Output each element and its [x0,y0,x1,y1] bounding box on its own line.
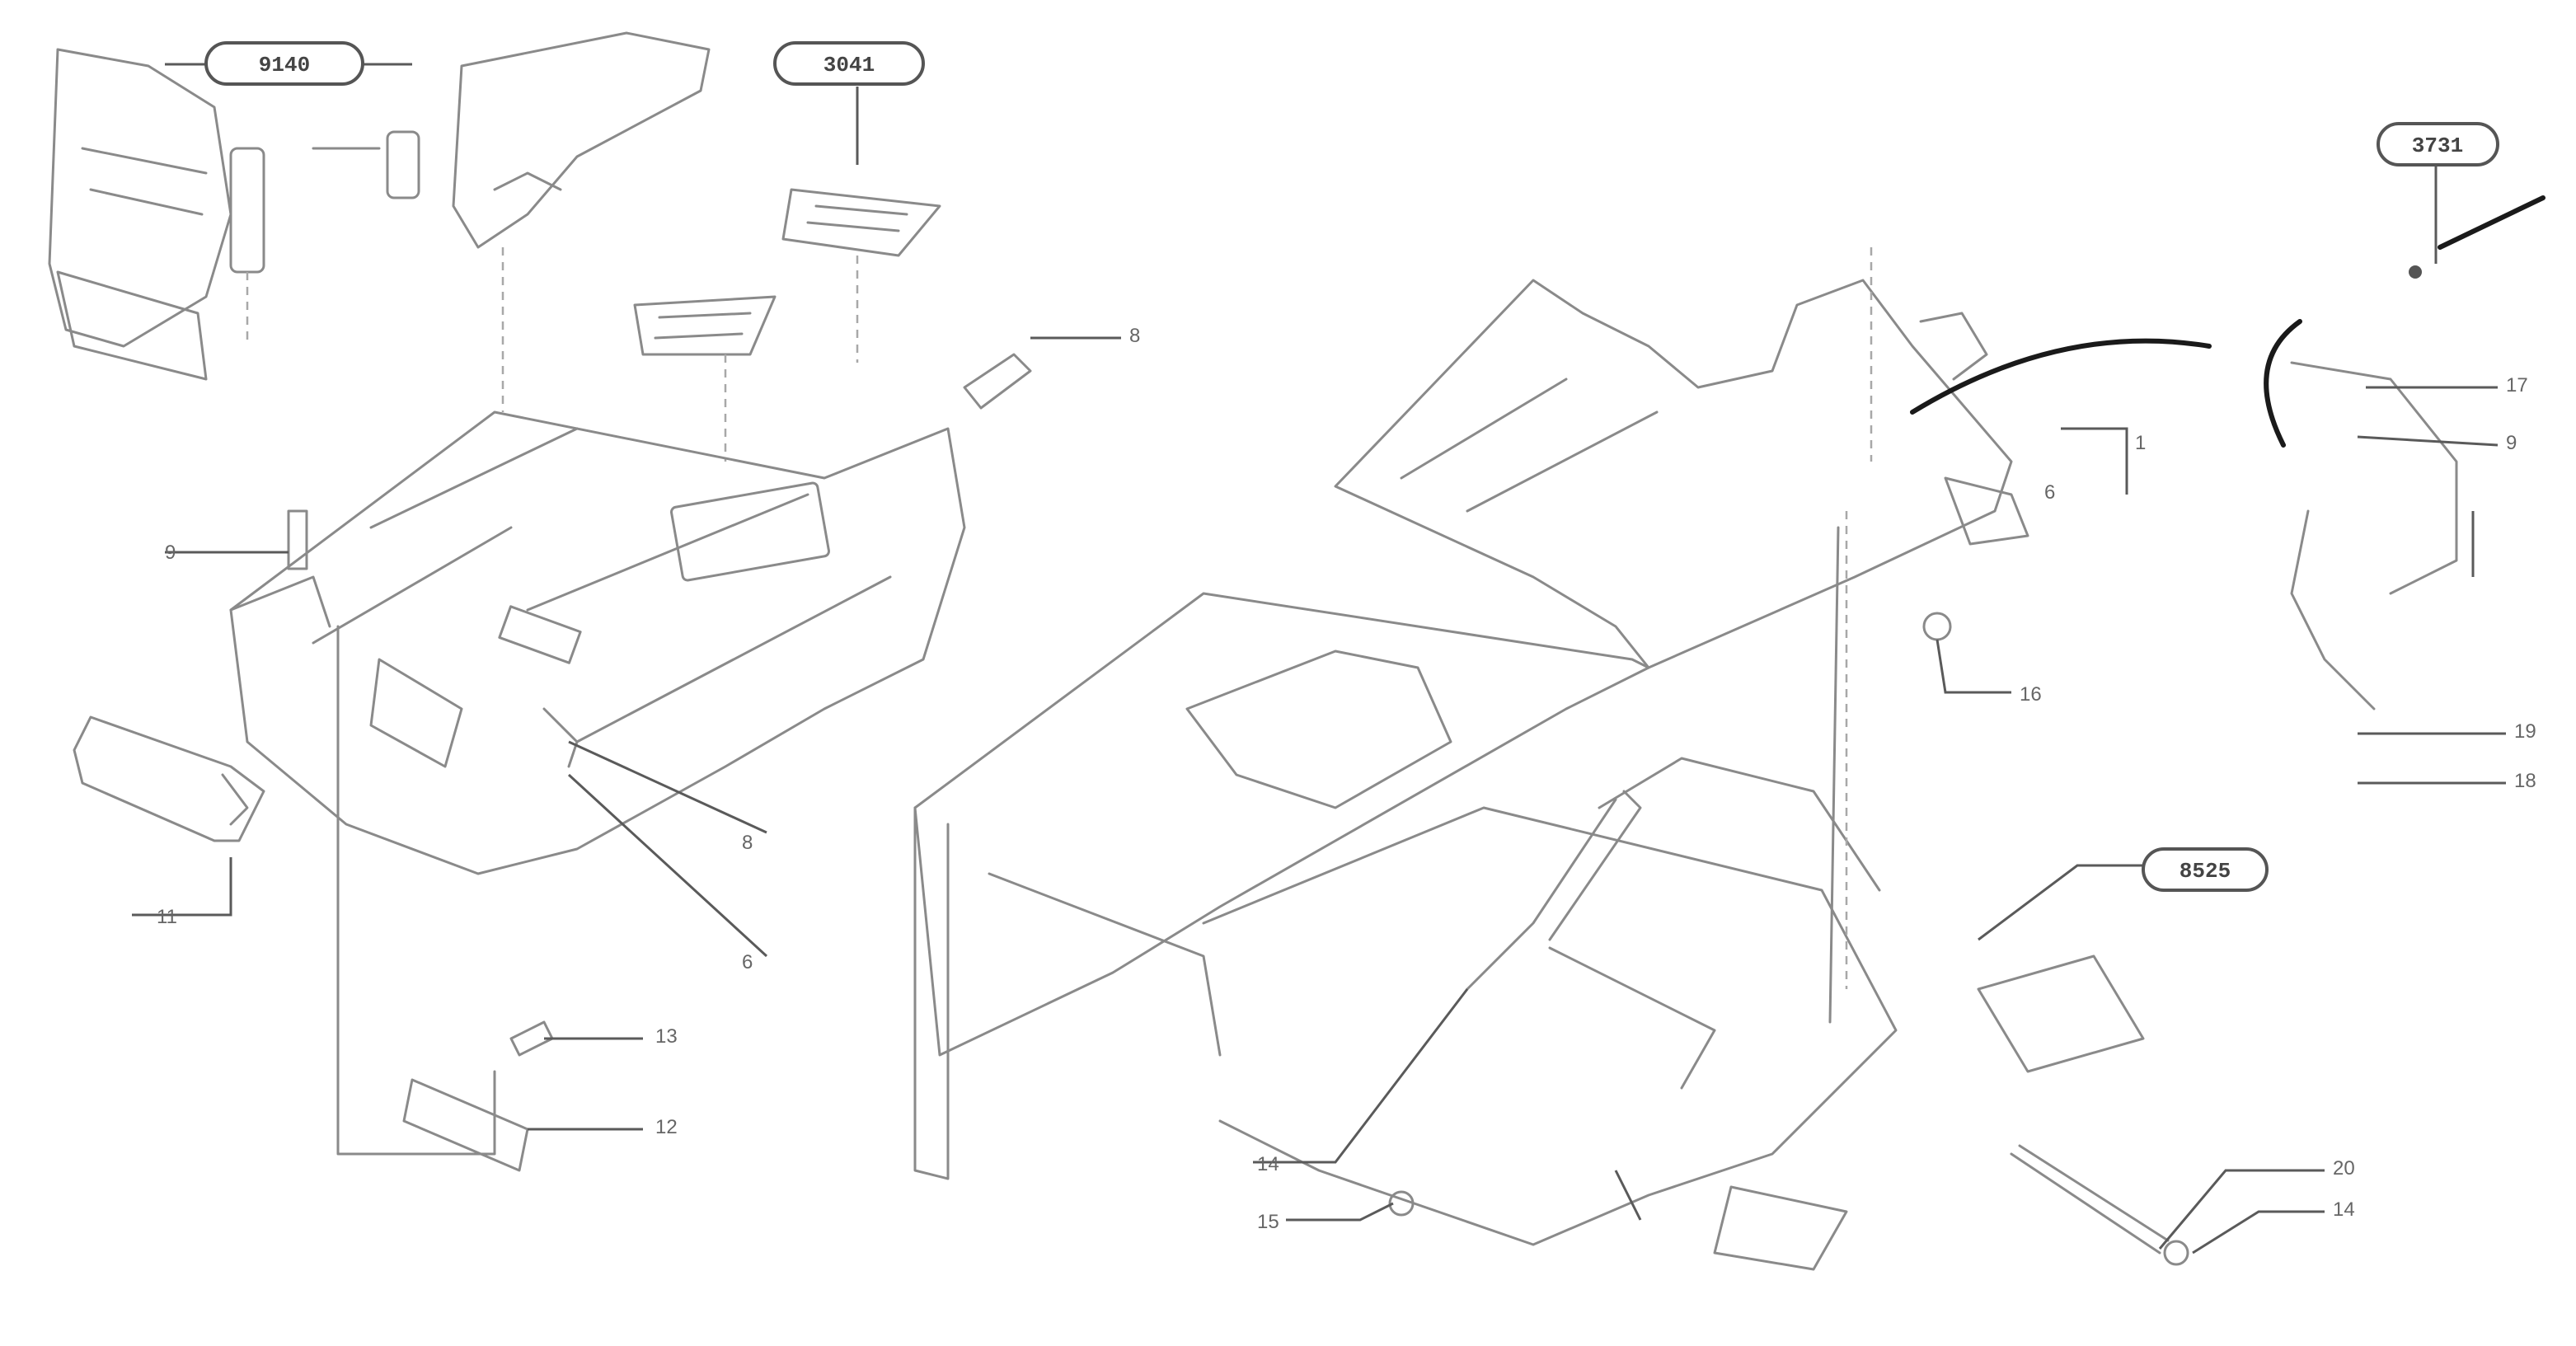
svg-text:14: 14 [2333,1198,2355,1221]
svg-text:12: 12 [655,1116,678,1138]
section-ref-9140: 9140 [204,41,364,86]
svg-text:18: 18 [2514,770,2536,792]
svg-text:11: 11 [157,906,177,928]
section-ref-8525-label: 8525 [2180,859,2231,884]
section-ref-3731: 3731 [2377,122,2499,166]
left-assembly: 8 6 11 13 12 9 8 [48,31,1140,1172]
svg-text:9: 9 [165,542,176,564]
svg-text:13: 13 [655,1025,678,1048]
svg-text:1: 1 [2135,432,2146,454]
svg-text:8: 8 [742,832,753,854]
svg-text:20: 20 [2333,1157,2355,1180]
section-ref-3041: 3041 [773,41,925,86]
svg-text:19: 19 [2514,720,2536,743]
svg-text:9: 9 [2506,432,2517,454]
section-ref-3041-label: 3041 [823,53,875,77]
section-ref-9140-label: 9140 [259,53,310,77]
section-ref-8525: 8525 [2142,847,2269,892]
section-ref-3731-label: 3731 [2412,134,2463,158]
svg-text:6: 6 [2044,481,2055,504]
svg-text:17: 17 [2506,374,2528,396]
svg-text:16: 16 [2020,683,2042,706]
svg-text:8: 8 [1129,325,1140,347]
svg-text:15: 15 [1257,1211,1279,1233]
svg-text:6: 6 [742,951,753,973]
svg-text:14: 14 [1257,1153,1279,1175]
right-assembly: 16 1 6 17 9 19 18 20 14 14 15 [913,148,2546,1271]
